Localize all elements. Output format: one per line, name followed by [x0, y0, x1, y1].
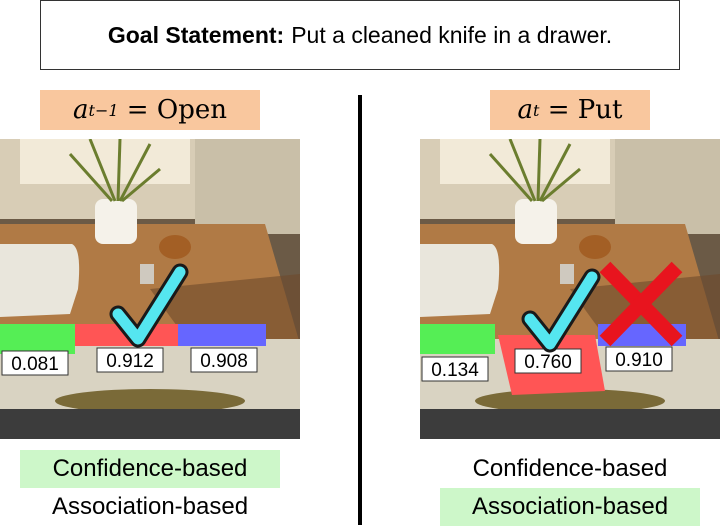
drawer-score-red: 0.912: [106, 351, 154, 372]
drawer-score-red: 0.760: [524, 352, 572, 373]
check-mark-icon: [112, 266, 186, 345]
right-kitchen-scene: 0.134 0.760 0.910: [420, 139, 720, 439]
cross-mark-icon: [599, 261, 683, 347]
left-method-association: Association-based: [51, 493, 249, 520]
score-box: [1, 350, 69, 376]
floor-mat: [475, 389, 665, 413]
plant-leaves: [68, 139, 161, 203]
plant-pot: [515, 199, 557, 244]
floor: [0, 409, 300, 439]
check-mark-icon: [524, 271, 598, 350]
cabinet: [615, 139, 720, 234]
right-method-confidence: Confidence-based: [472, 455, 668, 482]
drawer-box-green: [420, 324, 495, 354]
previous-action-name: Open: [156, 95, 227, 125]
goal-statement-text: Put a cleaned knife in a drawer.: [291, 21, 613, 48]
drawer-score-green: 0.134: [431, 360, 479, 381]
plant-leaves: [488, 139, 581, 203]
score-box: [96, 347, 164, 373]
drawer-box-green: [0, 324, 75, 354]
shaker: [560, 264, 574, 284]
sink: [420, 244, 500, 317]
drawer-score-green: 0.081: [11, 354, 59, 375]
panel-divider: [358, 95, 362, 525]
score-box: [421, 356, 489, 382]
goal-statement-label: Goal Statement:: [107, 21, 285, 48]
score-box: [605, 346, 673, 372]
shaker: [140, 264, 154, 284]
bowl: [579, 235, 611, 259]
plant-pot: [95, 199, 137, 244]
sink: [0, 244, 80, 317]
score-box: [190, 347, 258, 373]
floor: [420, 409, 720, 439]
drawer-score-blue: 0.910: [615, 350, 663, 371]
floor-mat: [55, 389, 245, 413]
current-action-name: Put: [577, 95, 623, 125]
left-kitchen-scene: 0.081 0.912 0.908: [0, 139, 300, 439]
goal-statement-box: Goal Statement: Put a cleaned knife in a…: [40, 0, 680, 70]
score-box: [514, 348, 582, 374]
drawer-box-blue: [178, 324, 266, 346]
right-method-association: Association-based: [440, 488, 700, 526]
bowl: [159, 235, 191, 259]
left-method-confidence: Confidence-based: [20, 450, 280, 488]
cabinet: [195, 139, 300, 234]
drawer-score-blue: 0.908: [200, 351, 248, 372]
